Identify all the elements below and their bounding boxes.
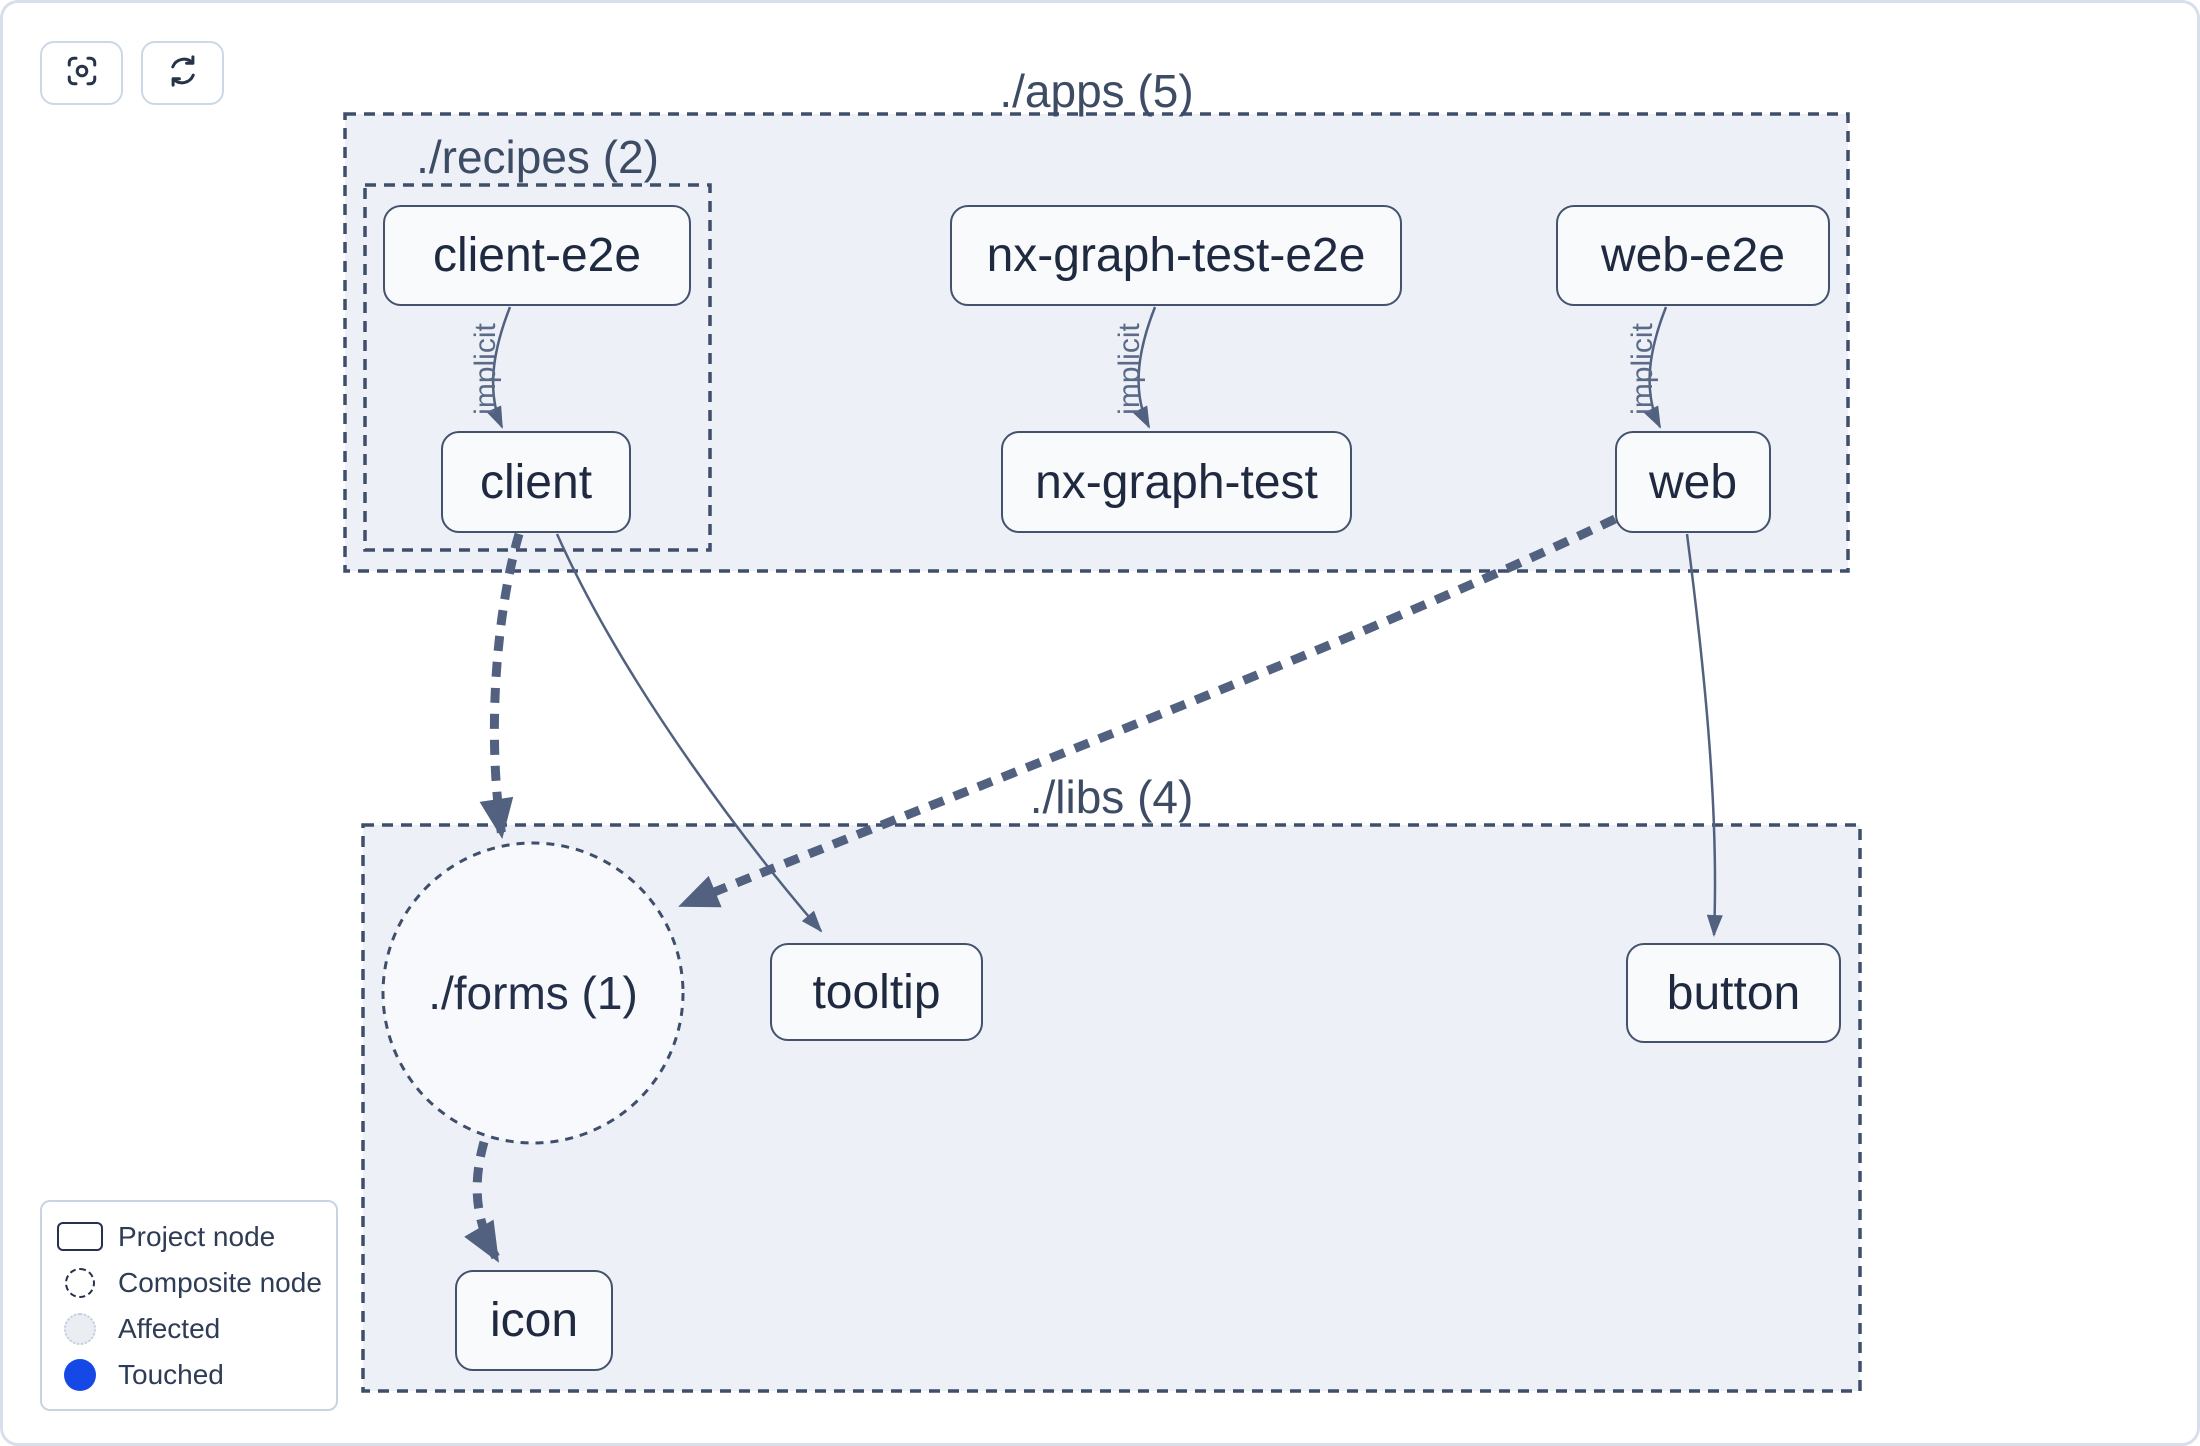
edge-label-group: implicit [1113,323,1146,415]
edge-label-implicit: implicit [1113,323,1146,415]
graph-svg-layer: implicit implicit implicit [343,112,1862,1393]
node-web[interactable]: web [1615,431,1771,533]
legend-item-composite-node: Composite node [42,1267,336,1299]
node-button[interactable]: button [1626,943,1841,1043]
edge-web-to-button [1685,533,1723,937]
graph-legend: Project node Composite node Affected Tou… [40,1200,338,1411]
edge-client-to-forms [479,532,524,839]
refresh-button[interactable] [141,41,224,105]
graph-toolbar [40,41,224,105]
node-client[interactable]: client [441,431,631,533]
legend-item-touched: Touched [42,1358,336,1391]
edge-web-to-forms [678,514,1617,911]
node-web-e2e[interactable]: web-e2e [1556,205,1830,306]
edge-label-implicit: implicit [1626,323,1659,415]
edge-label-implicit: implicit [469,323,502,415]
focus-crosshair-icon [64,53,100,94]
node-client-e2e[interactable]: client-e2e [383,205,691,306]
legend-item-project-node: Project node [42,1221,336,1253]
composite-node-forms[interactable]: ./forms (1) [428,967,638,1019]
focus-button[interactable] [40,41,123,105]
edge-label-group: implicit [1626,323,1659,415]
refresh-icon [165,53,201,94]
edge-web-e2e-to-web [1643,306,1668,429]
edge-forms-to-icon [464,1140,502,1264]
legend-label: Project node [118,1220,276,1252]
container-recipes [363,183,712,552]
node-nx-graph-test-e2e[interactable]: nx-graph-test-e2e [950,205,1402,306]
legend-label: Composite node [118,1266,322,1298]
node-nx-graph-test[interactable]: nx-graph-test [1001,431,1352,533]
legend-label: Touched [118,1358,224,1390]
project-rect-icon [42,1222,118,1251]
node-tooltip[interactable]: tooltip [770,943,983,1041]
edge-client-to-tooltip [555,533,823,933]
dashed-circle-icon [42,1267,118,1298]
node-icon[interactable]: icon [455,1270,613,1371]
composite-node-forms-circle[interactable] [381,841,685,1145]
edge-client-e2e-to-client [486,306,512,429]
legend-item-affected: Affected [42,1312,336,1345]
legend-label: Affected [118,1312,221,1344]
touched-circle-icon [42,1358,118,1391]
edge-label-group: implicit [469,323,502,415]
edge-nx-graph-test-e2e-to-nx-graph-test [1132,306,1157,429]
affected-circle-icon [42,1312,118,1345]
